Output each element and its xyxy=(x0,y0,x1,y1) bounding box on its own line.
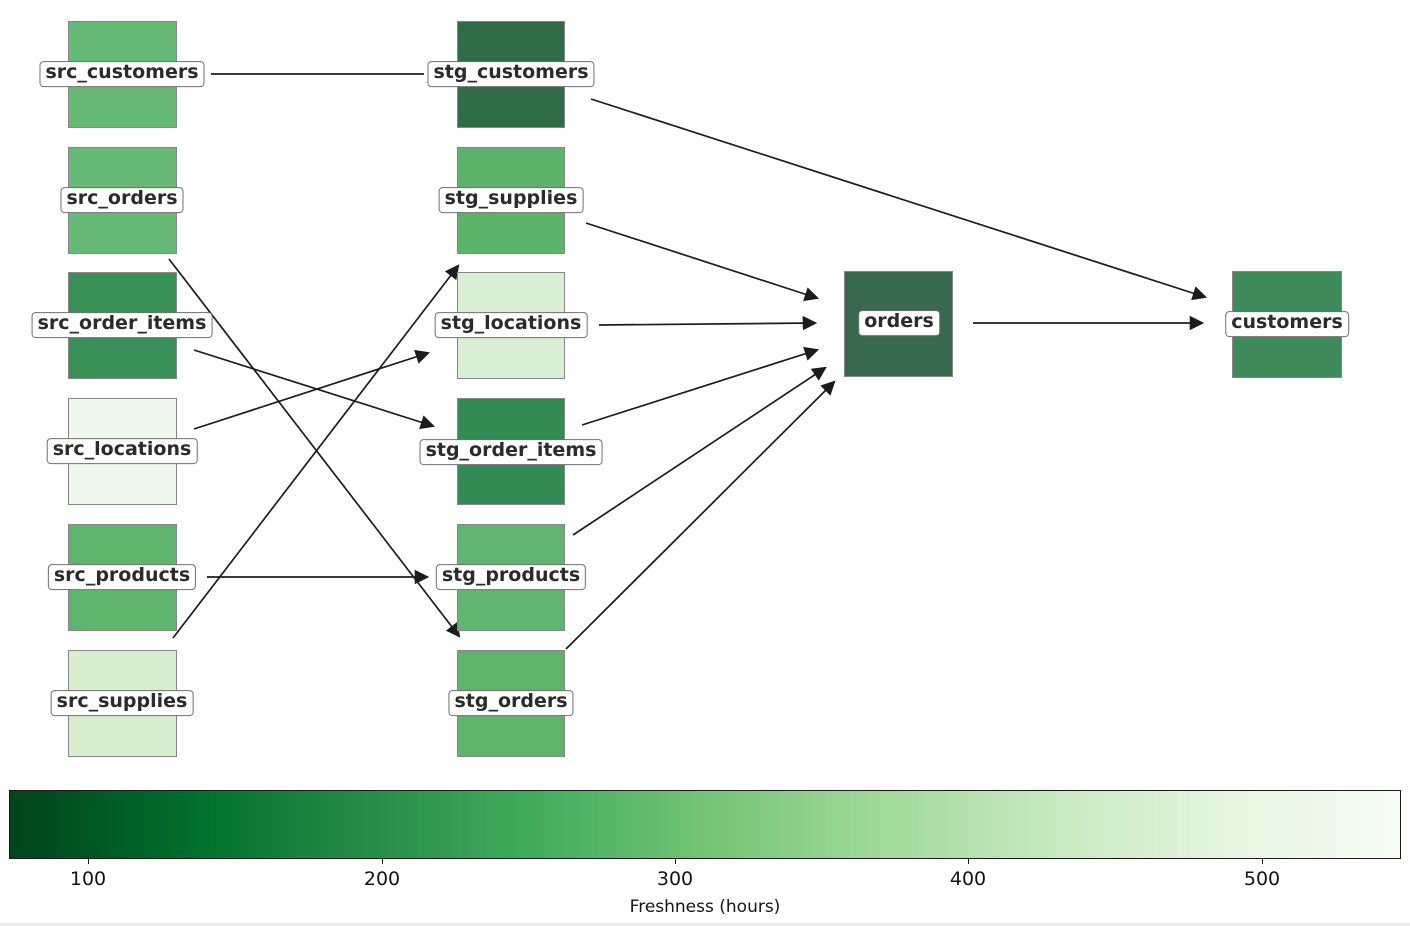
edge-src_locations-to-stg_locations xyxy=(193,349,431,430)
edge-src_order_items-to-stg_order_items xyxy=(193,349,436,430)
edge-stg_orders-to-orders xyxy=(565,380,836,650)
node-label-stg_orders: stg_orders xyxy=(448,690,574,716)
colorbar-tick-label-100: 100 xyxy=(69,868,107,890)
colorbar-gradient xyxy=(9,790,1401,859)
edge-stg_products-to-orders xyxy=(572,366,827,536)
edge-src_orders-to-stg_orders xyxy=(168,258,461,638)
node-label-orders: orders xyxy=(858,310,940,336)
colorbar-tick-label-400: 400 xyxy=(949,868,987,890)
node-label-src_supplies: src_supplies xyxy=(50,690,194,716)
node-label-stg_order_items: stg_order_items xyxy=(419,439,603,465)
edge-stg_supplies-to-orders xyxy=(585,222,820,302)
node-label-src_order_items: src_order_items xyxy=(31,312,213,338)
edge-stg_locations-to-orders xyxy=(598,315,818,331)
node-label-stg_products: stg_products xyxy=(435,564,587,590)
colorbar-axis-label: Freshness (hours) xyxy=(629,897,781,917)
colorbar-tick-label-200: 200 xyxy=(363,868,401,890)
edge-stg_order_items-to-orders xyxy=(581,346,820,426)
figure-bottom-edge xyxy=(0,923,1410,926)
colorbar-tick-mark-400 xyxy=(968,859,970,864)
node-label-src_customers: src_customers xyxy=(39,61,205,87)
node-label-src_locations: src_locations xyxy=(46,438,198,464)
node-label-src_products: src_products xyxy=(47,564,197,590)
node-label-stg_supplies: stg_supplies xyxy=(438,187,584,213)
edge-stg_customers-to-customers xyxy=(590,98,1208,301)
colorbar-tick-mark-200 xyxy=(382,859,384,864)
node-label-customers: customers xyxy=(1225,311,1349,337)
colorbar-tick-mark-100 xyxy=(88,859,90,864)
node-label-stg_customers: stg_customers xyxy=(427,61,595,87)
node-label-stg_locations: stg_locations xyxy=(434,312,588,338)
edge-src_supplies-to-stg_supplies xyxy=(172,264,460,639)
node-label-src_orders: src_orders xyxy=(60,187,184,213)
colorbar-tick-mark-500 xyxy=(1262,859,1264,864)
colorbar-tick-label-300: 300 xyxy=(656,868,694,890)
colorbar-tick-mark-300 xyxy=(675,859,677,864)
colorbar-tick-label-500: 500 xyxy=(1243,868,1281,890)
